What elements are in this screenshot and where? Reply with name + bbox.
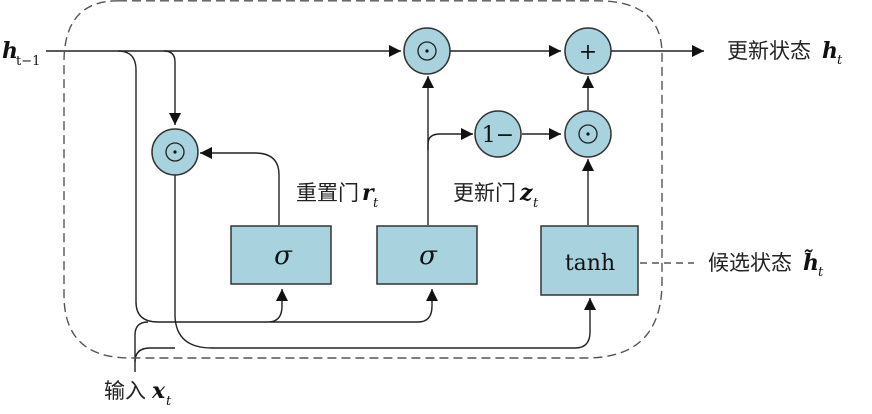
label-output: 更新状态 h t (727, 38, 843, 68)
svg-text:更新门: 更新门 (453, 181, 516, 205)
label-h-prev: h t−1 (2, 38, 40, 69)
wire-reset-gate-to-mul (200, 147, 280, 225)
svg-text:输入: 输入 (104, 379, 146, 403)
svg-text:t: t (837, 53, 843, 68)
svg-text:x: x (151, 378, 166, 404)
wire-resetmul-to-tanh (174, 175, 596, 349)
svg-text:重置门: 重置门 (296, 181, 359, 205)
svg-text:t: t (373, 196, 379, 211)
svg-text:更新状态: 更新状态 (727, 39, 811, 63)
reset-multiply-node (151, 128, 199, 176)
sigma-symbol: σ (274, 241, 293, 271)
add-symbol: + (579, 40, 597, 65)
svg-text:t: t (818, 265, 824, 280)
svg-text:r: r (362, 180, 375, 206)
svg-text:t−1: t−1 (16, 54, 40, 69)
wire-update-to-oneminus (427, 128, 473, 150)
svg-text:h̃: h̃ (803, 250, 819, 276)
one-minus-node: 1− (474, 110, 522, 158)
wire-input-trunk (134, 321, 149, 372)
tanh-box: tanh (540, 225, 639, 296)
sigma-symbol: σ (419, 241, 438, 271)
svg-text:t: t (166, 394, 172, 409)
candidate-multiply-node (564, 110, 612, 158)
svg-text:h: h (2, 38, 18, 64)
label-update-gate: 更新门 z t (453, 180, 539, 211)
wire-input-lower (134, 347, 175, 363)
top-multiply-node (403, 27, 451, 75)
label-candidate-state: 候选状态 h̃ t (708, 250, 824, 280)
wire-hprev-down (117, 50, 288, 323)
svg-text:z: z (519, 180, 533, 206)
wire-hprev-to-update (270, 289, 438, 323)
svg-text:t: t (533, 196, 539, 211)
wire-hprev-to-resetmul (163, 50, 181, 125)
svg-text:候选状态: 候选状态 (708, 251, 792, 275)
svg-text:h: h (822, 38, 838, 64)
update-sigma-box: σ (376, 225, 478, 285)
cell-boundary-outline (63, 0, 663, 359)
reset-sigma-box: σ (230, 225, 332, 285)
tanh-label: tanh (565, 251, 615, 276)
add-node: + (564, 27, 612, 75)
label-reset-gate: 重置门 r t (296, 180, 379, 211)
one-minus-symbol: 1− (482, 123, 514, 148)
label-input: 输入 x t (104, 378, 172, 409)
